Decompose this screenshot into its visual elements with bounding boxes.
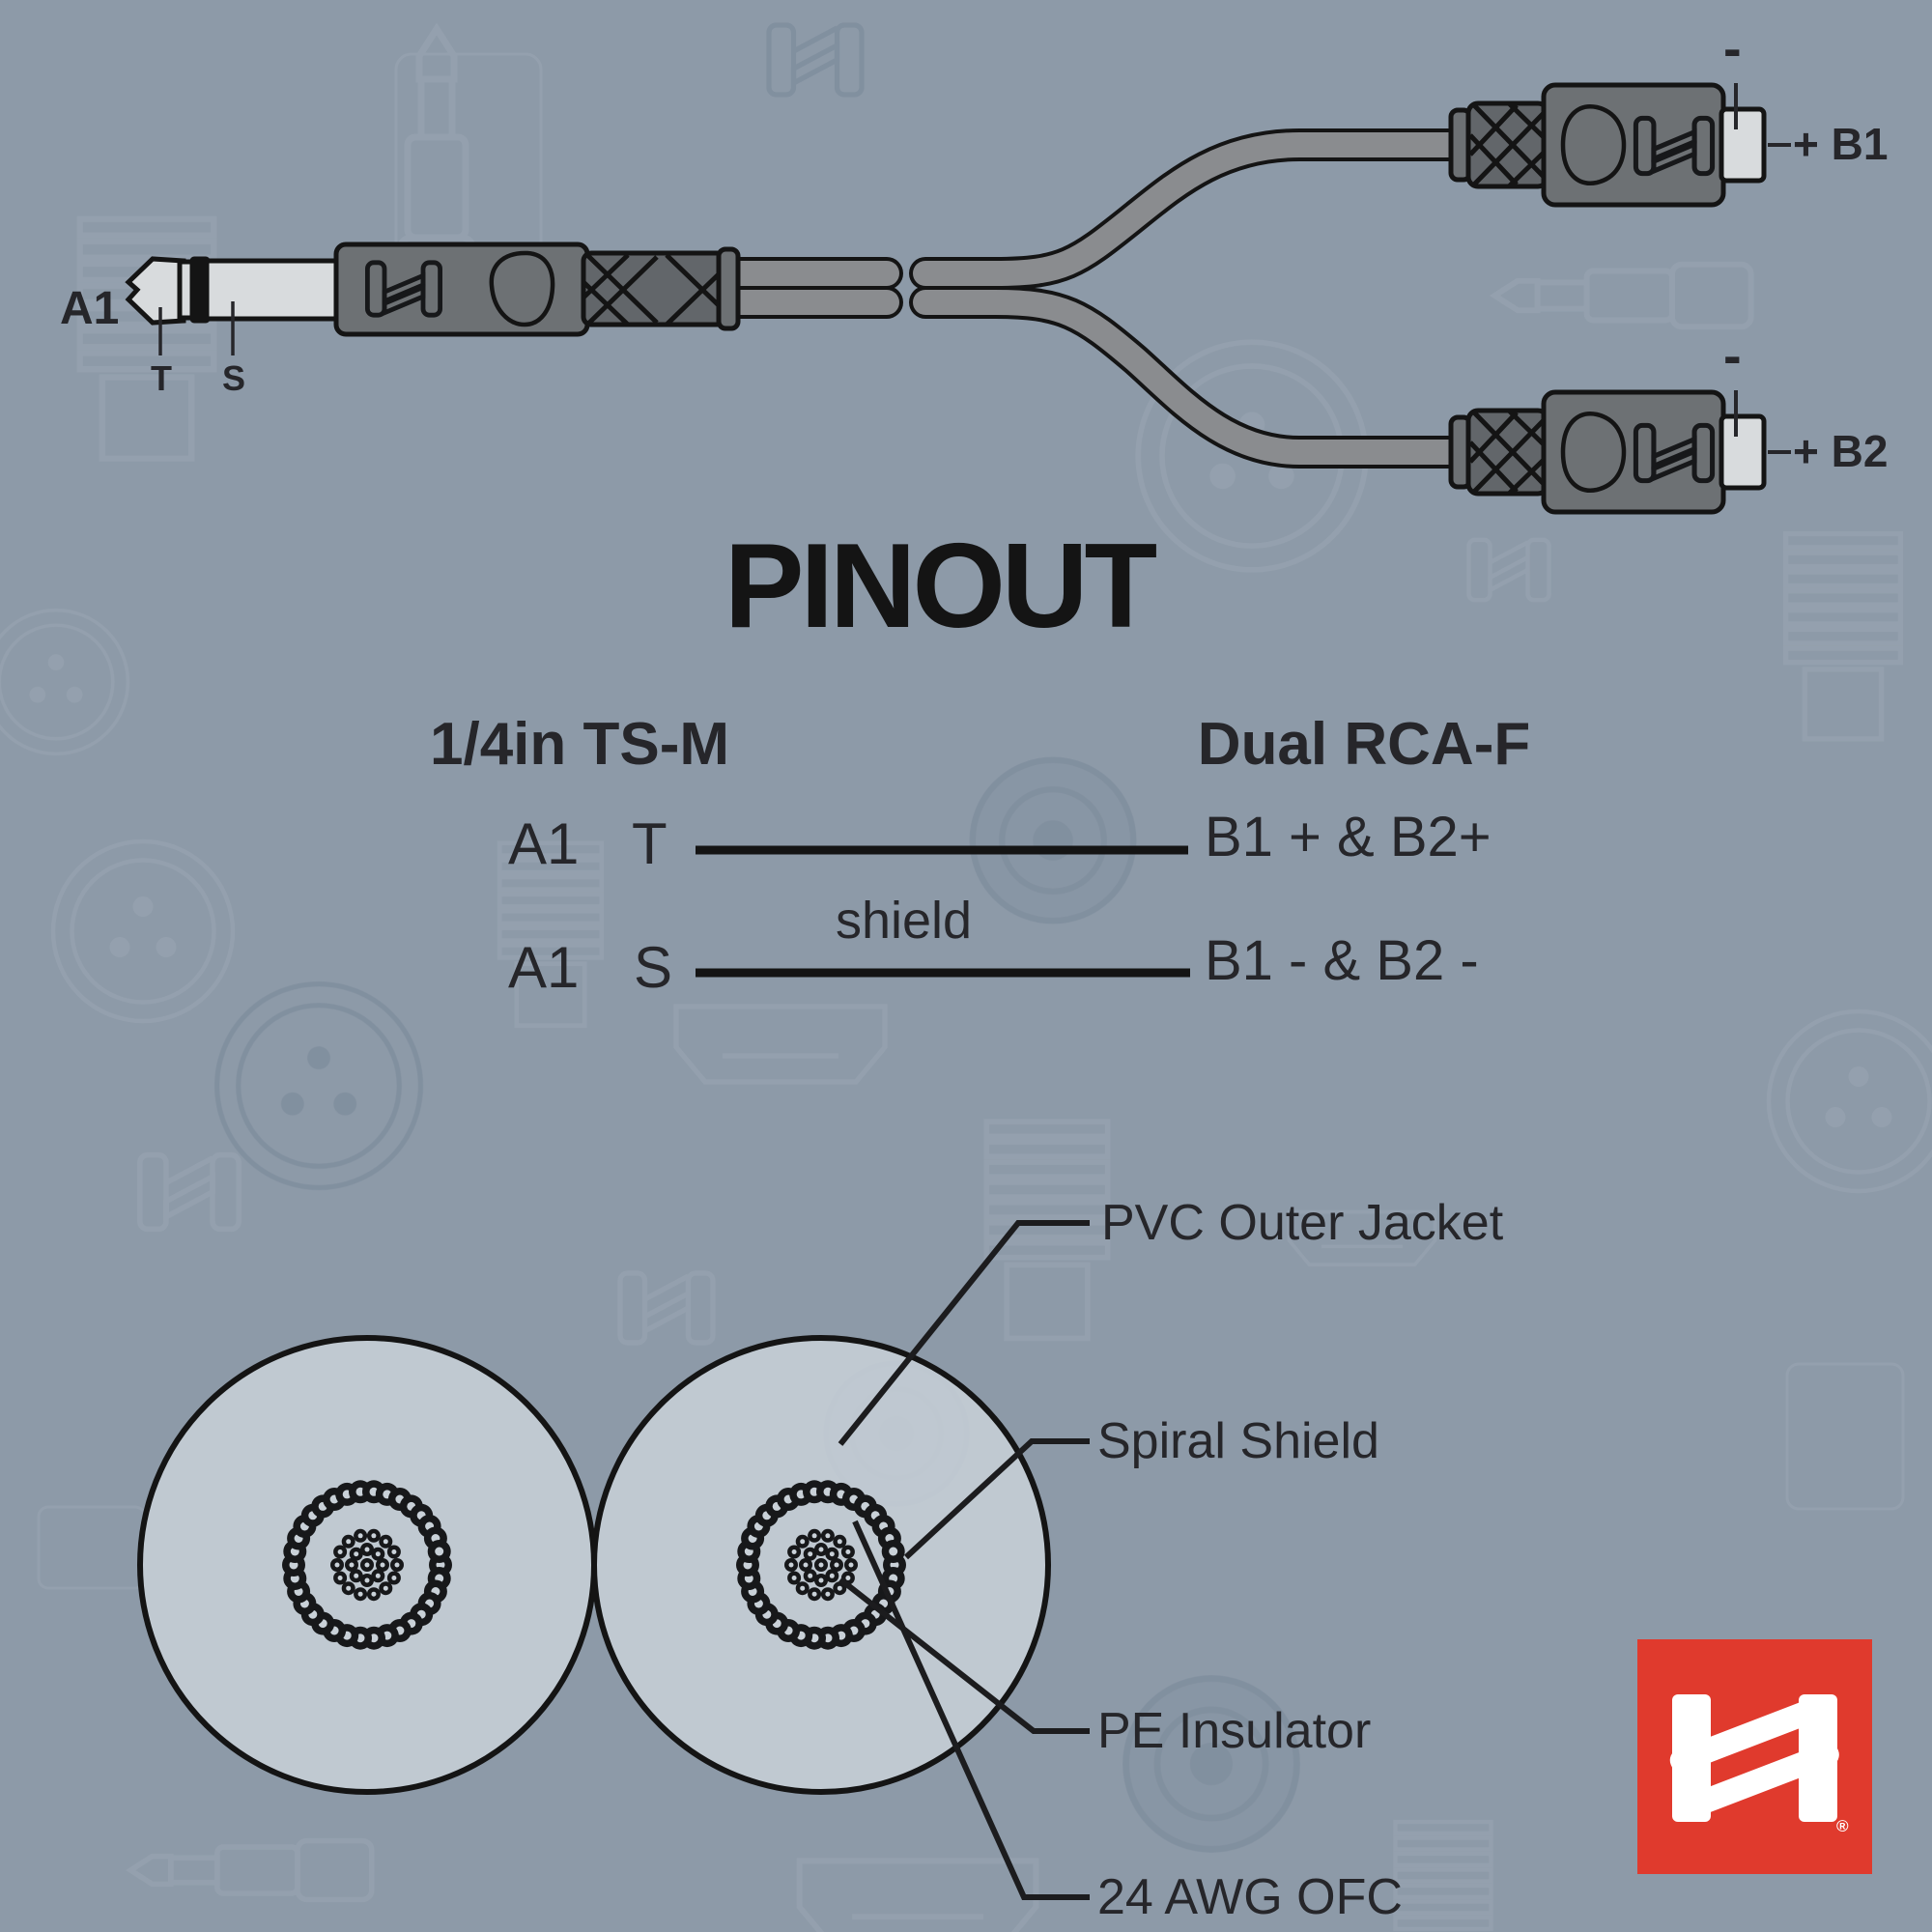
callout-24awg-ofc: 24 AWG OFC [1097, 1869, 1403, 1925]
row1-destination: B1 + & B2+ [1205, 806, 1492, 868]
row2-destination: B1 - & B2 - [1205, 929, 1479, 992]
rca2-minus-label: - [1723, 325, 1742, 385]
pinout-wire-lines [696, 845, 1190, 978]
table-header-right: Dual RCA-F [1197, 711, 1531, 778]
callout-spiral-shield: Spiral Shield [1097, 1413, 1379, 1469]
registered-trademark-mark: ® [1836, 1817, 1849, 1835]
row2-connector: A1 [508, 935, 580, 1000]
cable-illustration [125, 83, 1791, 512]
rca-connector-b1 [1451, 83, 1791, 205]
ts-plug [125, 242, 741, 337]
rca1-minus-label: - [1723, 17, 1742, 78]
rca1-plus-label: + B1 [1793, 119, 1889, 169]
rca2-plus-label: + B2 [1793, 426, 1889, 476]
plug-label-a1: A1 [60, 283, 120, 334]
callout-pvc-outer-jacket: PVC Outer Jacket [1101, 1195, 1504, 1251]
row1-pin: T [632, 811, 668, 876]
callout-pe-insulator: PE Insulator [1097, 1703, 1372, 1759]
plug-sleeve [204, 258, 343, 322]
tip-label: T [151, 358, 172, 398]
cable-cross-sections [137, 1220, 1090, 1900]
sleeve-label: S [222, 358, 246, 398]
callout-lines [838, 1220, 1090, 1900]
hosa-h-logo-icon [1669, 1694, 1839, 1822]
dual-cable [721, 128, 1470, 469]
table-header-left: 1/4in TS-M [429, 711, 730, 778]
row2-wire-label: shield [836, 892, 973, 950]
plug-tip [125, 256, 186, 326]
page-title: PINOUT [724, 520, 1157, 653]
tip-sleeve-pointer-lines [158, 301, 235, 355]
plug-body [333, 242, 590, 337]
hosa-logo: ® [1637, 1639, 1872, 1874]
rca-connector-b2 [1451, 390, 1791, 512]
row2-pin: S [634, 935, 673, 1000]
row1-connector: A1 [508, 811, 580, 876]
